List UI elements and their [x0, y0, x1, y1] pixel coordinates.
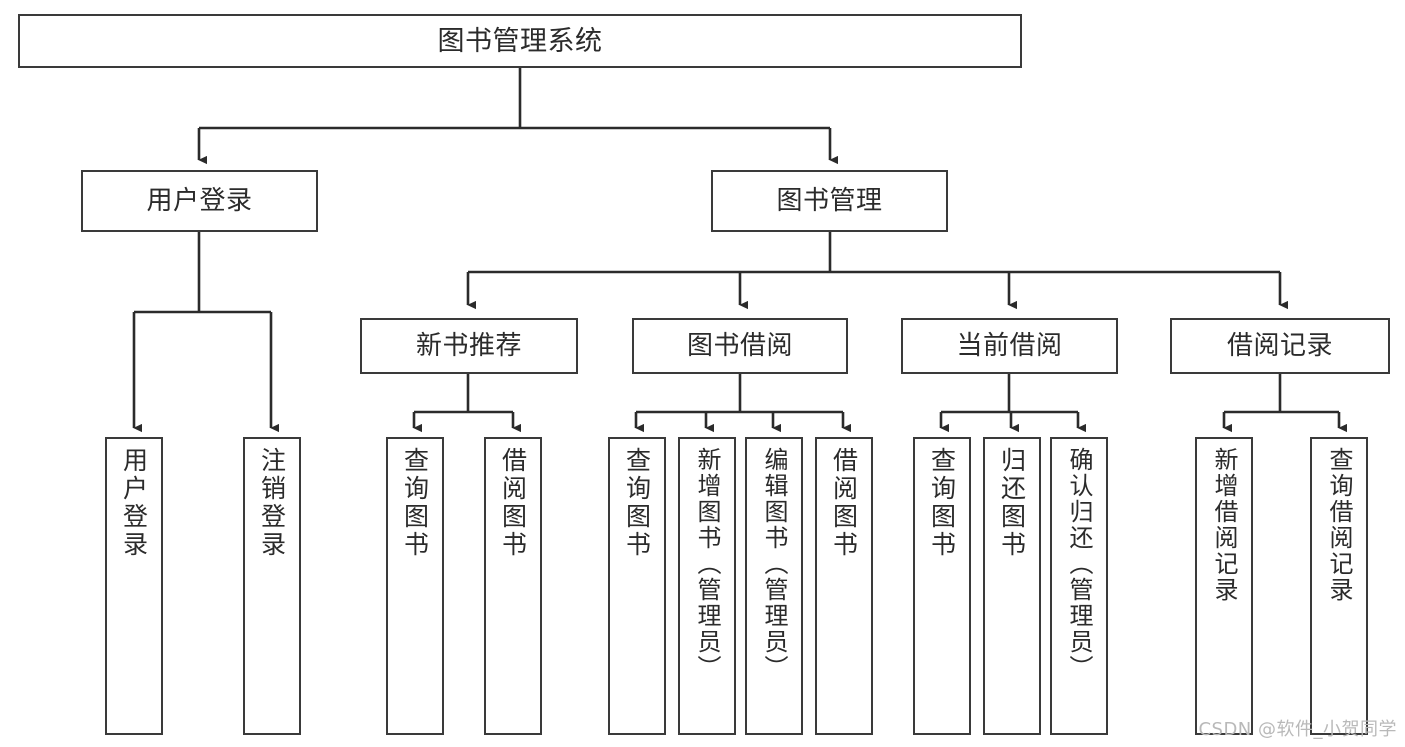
node-label: 编辑图书（管理员）: [760, 447, 788, 681]
node-label: 图书借阅: [686, 331, 793, 361]
leaf-user-logout[interactable]: 注销登录: [243, 437, 301, 735]
leaf-query-book-current[interactable]: 查询图书: [913, 437, 971, 735]
node-current-borrow[interactable]: 当前借阅: [901, 318, 1118, 374]
node-label: 查询图书: [622, 447, 652, 559]
node-label: 新增图书（管理员）: [693, 447, 721, 681]
node-root-system[interactable]: 图书管理系统: [18, 14, 1022, 68]
node-user-login[interactable]: 用户登录: [81, 170, 318, 232]
node-label: 查询图书: [400, 447, 430, 559]
leaf-edit-book-admin[interactable]: 编辑图书（管理员）: [745, 437, 803, 735]
node-label: 新书推荐: [415, 331, 522, 361]
node-label: 图书管理: [776, 186, 883, 216]
node-borrow-record[interactable]: 借阅记录: [1170, 318, 1390, 374]
leaf-user-login[interactable]: 用户登录: [105, 437, 163, 735]
node-label: 借阅图书: [829, 447, 859, 559]
leaf-borrow-book-recommend[interactable]: 借阅图书: [484, 437, 542, 735]
node-label: 确认归还（管理员）: [1065, 447, 1093, 681]
leaf-add-book-admin[interactable]: 新增图书（管理员）: [678, 437, 736, 735]
node-label: 查询借阅记录: [1325, 447, 1353, 603]
node-label: 用户登录: [146, 186, 253, 216]
node-new-book-recommend[interactable]: 新书推荐: [360, 318, 578, 374]
node-label: 注销登录: [257, 447, 287, 559]
leaf-query-borrow-record[interactable]: 查询借阅记录: [1310, 437, 1368, 735]
node-label: 用户登录: [119, 447, 149, 559]
leaf-confirm-return-admin[interactable]: 确认归还（管理员）: [1050, 437, 1108, 735]
node-book-management[interactable]: 图书管理: [711, 170, 948, 232]
leaf-query-book-borrow[interactable]: 查询图书: [608, 437, 666, 735]
leaf-add-borrow-record[interactable]: 新增借阅记录: [1195, 437, 1253, 735]
leaf-borrow-book[interactable]: 借阅图书: [815, 437, 873, 735]
node-label: 查询图书: [927, 447, 957, 559]
node-book-borrow[interactable]: 图书借阅: [632, 318, 848, 374]
csdn-watermark: CSDN @软件_小贺同学: [1198, 719, 1397, 740]
node-label: 当前借阅: [956, 331, 1063, 361]
node-label: 归还图书: [997, 447, 1027, 559]
node-label: 借阅记录: [1226, 331, 1333, 361]
node-label: 图书管理系统: [437, 25, 603, 57]
node-label: 新增借阅记录: [1210, 447, 1238, 603]
leaf-return-book[interactable]: 归还图书: [983, 437, 1041, 735]
node-label: 借阅图书: [498, 447, 528, 559]
leaf-query-book-recommend[interactable]: 查询图书: [386, 437, 444, 735]
